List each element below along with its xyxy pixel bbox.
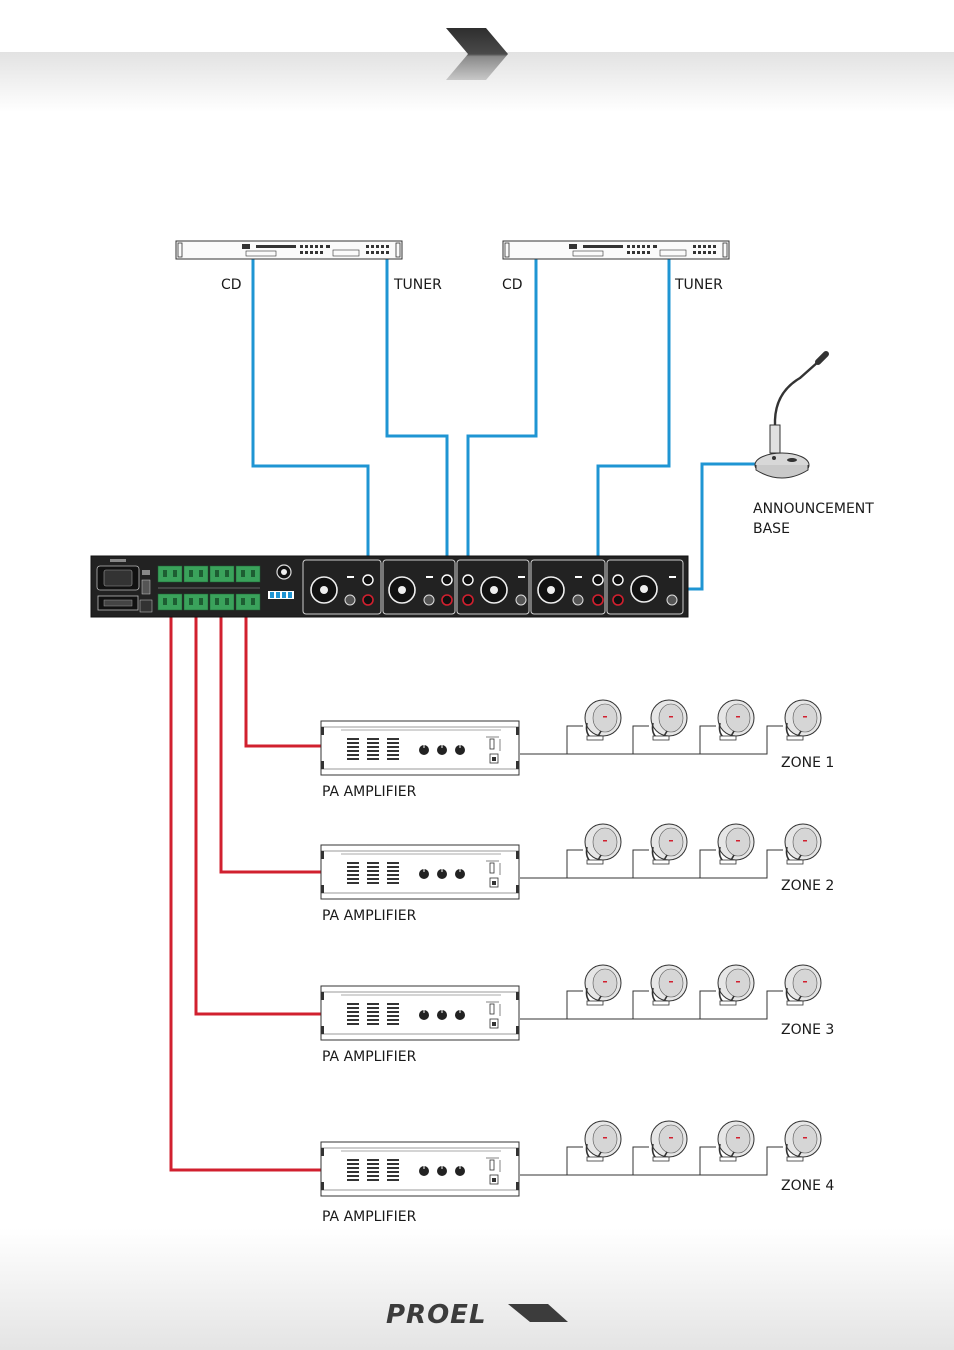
amplifier-row-2 [320,823,822,900]
cable-zone-1 [244,570,322,748]
footer-band [0,1228,954,1350]
amplifier-row-4 [320,1120,822,1197]
zone-label-4: ZONE 4 [781,1178,834,1194]
label-left-cd: CD [221,277,242,293]
amplifier-row-1 [320,699,822,776]
cable-zone-3 [194,570,322,1016]
microphone-icon [754,351,829,479]
source-unit-right [502,240,730,260]
label-left-tuner: TUNER [393,277,442,293]
source-unit-left [175,240,403,260]
label-right-cd: CD [502,277,523,293]
input-cables [251,256,756,591]
cable-right-cd [466,256,538,584]
cable-zone-4 [169,570,322,1172]
amp-label-2: PA AMPLIFIER [322,908,417,924]
logo-text: PROEL [386,1300,487,1330]
cable-zone-2 [219,570,322,874]
output-cables [169,570,322,1172]
mixer-rack [90,555,689,618]
logo-chevron-icon [508,1304,568,1322]
cable-left-cd [251,256,370,580]
amp-label-1: PA AMPLIFIER [322,784,417,800]
amp-label-3: PA AMPLIFIER [322,1049,417,1065]
label-right-tuner: TUNER [674,277,723,293]
zone-label-2: ZONE 2 [781,878,834,894]
amp-label-4: PA AMPLIFIER [322,1209,417,1225]
zone-label-1: ZONE 1 [781,755,834,771]
cable-left-tuner [385,256,449,584]
zone-label-3: ZONE 3 [781,1022,834,1038]
proel-logo: PROEL [386,1300,568,1330]
header-chevron-icon [446,28,508,80]
cable-right-tuner [596,256,671,582]
amplifier-row-3 [320,964,822,1041]
label-base: BASE [753,521,790,537]
label-announcement: ANNOUNCEMENT [753,501,874,517]
